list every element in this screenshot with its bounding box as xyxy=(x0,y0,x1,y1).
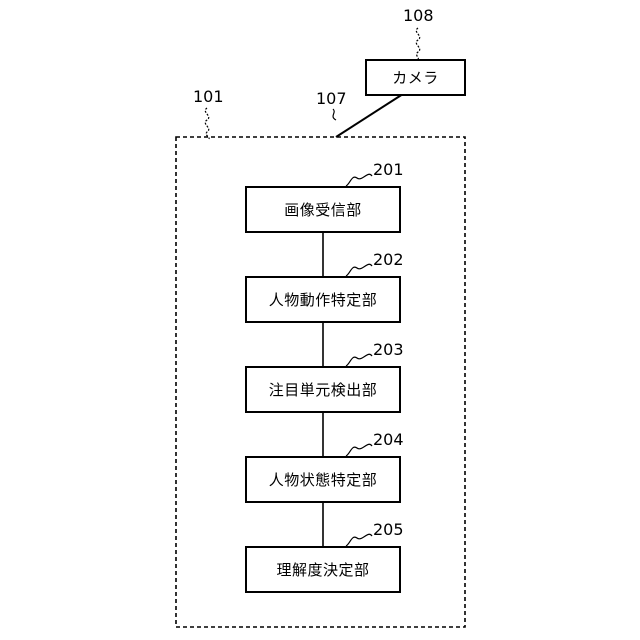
ref-107-leader xyxy=(333,109,336,120)
attention-unit-detection-block: 注目単元検出部 xyxy=(245,366,401,413)
ref-202-leader xyxy=(346,264,372,276)
block-label: 理解度決定部 xyxy=(276,559,369,580)
comprehension-determination-block: 理解度決定部 xyxy=(245,546,401,593)
ref-108-leader xyxy=(416,28,419,60)
ref-205-leader xyxy=(346,534,372,546)
ref-203-leader xyxy=(346,354,372,366)
device-ref-number: 101 xyxy=(193,89,224,105)
image-receiving-unit-block: 画像受信部 xyxy=(245,186,401,233)
block-label: 人物動作特定部 xyxy=(269,289,378,310)
ref-101-leader xyxy=(205,108,209,139)
block-203-ref-number: 203 xyxy=(373,342,404,358)
person-state-identification-block: 人物状態特定部 xyxy=(245,456,401,503)
block-205-ref-number: 205 xyxy=(373,522,404,538)
camera-label: カメラ xyxy=(392,67,439,88)
ref-201-leader xyxy=(346,174,372,186)
ref-204-leader xyxy=(346,444,372,456)
block-label: 注目単元検出部 xyxy=(269,379,378,400)
block-204-ref-number: 204 xyxy=(373,432,404,448)
person-motion-identification-block: 人物動作特定部 xyxy=(245,276,401,323)
camera-box: カメラ xyxy=(365,59,466,96)
block-label: 人物状態特定部 xyxy=(269,469,378,490)
block-202-ref-number: 202 xyxy=(373,252,404,268)
camera-ref-number: 108 xyxy=(403,8,434,24)
connection-ref-number: 107 xyxy=(316,91,347,107)
block-label: 画像受信部 xyxy=(284,199,362,220)
block-201-ref-number: 201 xyxy=(373,162,404,178)
